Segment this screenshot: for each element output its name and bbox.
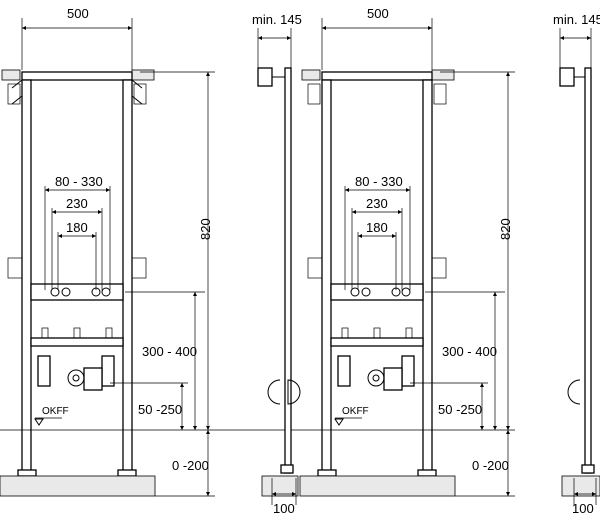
- side-view-left: [257, 67, 301, 497]
- dim-width-left: 500: [67, 6, 89, 21]
- floor-ref-right: OKFF: [342, 406, 369, 417]
- dim-height-total-left: 820: [198, 218, 213, 240]
- dim-range-mid-left: 300 - 400: [142, 344, 197, 359]
- dim-depth-left: 100: [273, 501, 295, 516]
- dim-range-outer-right: 80 - 330: [355, 174, 403, 189]
- dim-range-mid-right: 300 - 400: [442, 344, 497, 359]
- dim-depth-right: 100: [572, 501, 594, 516]
- dim-range-outer-left: 80 - 330: [55, 174, 103, 189]
- side-right-dimensions: min. 145 100: [553, 12, 600, 516]
- dim-spacing-mid-left: 230: [66, 196, 88, 211]
- dim-range-floor-left: 0 -200: [172, 458, 209, 473]
- dim-width-right: 500: [367, 6, 389, 21]
- front-view-left: [0, 69, 300, 497]
- dim-range-low-left: 50 -250: [138, 402, 182, 417]
- dim-height-total-right: 820: [498, 218, 513, 240]
- dim-range-low-right: 50 -250: [438, 402, 482, 417]
- dim-spacing-inner-left: 180: [66, 220, 88, 235]
- front-right-dimensions: 500 80 - 330 230 180 820 300 - 400 50 -2…: [321, 6, 515, 497]
- dim-spacing-inner-right: 180: [366, 220, 388, 235]
- side-view-right: [559, 67, 600, 497]
- front-left-dimensions: 500 80 - 330 230 180 820 300 - 400 50 -2…: [21, 6, 215, 497]
- dim-range-floor-right: 0 -200: [472, 458, 509, 473]
- front-view-right: [299, 69, 515, 497]
- dim-spacing-mid-right: 230: [366, 196, 388, 211]
- side-left-dimensions: min. 145 100: [252, 12, 302, 516]
- floor-ref-left: OKFF: [42, 406, 69, 417]
- dim-offset-min-left: min. 145: [252, 12, 302, 27]
- dim-offset-min-right: min. 145: [553, 12, 600, 27]
